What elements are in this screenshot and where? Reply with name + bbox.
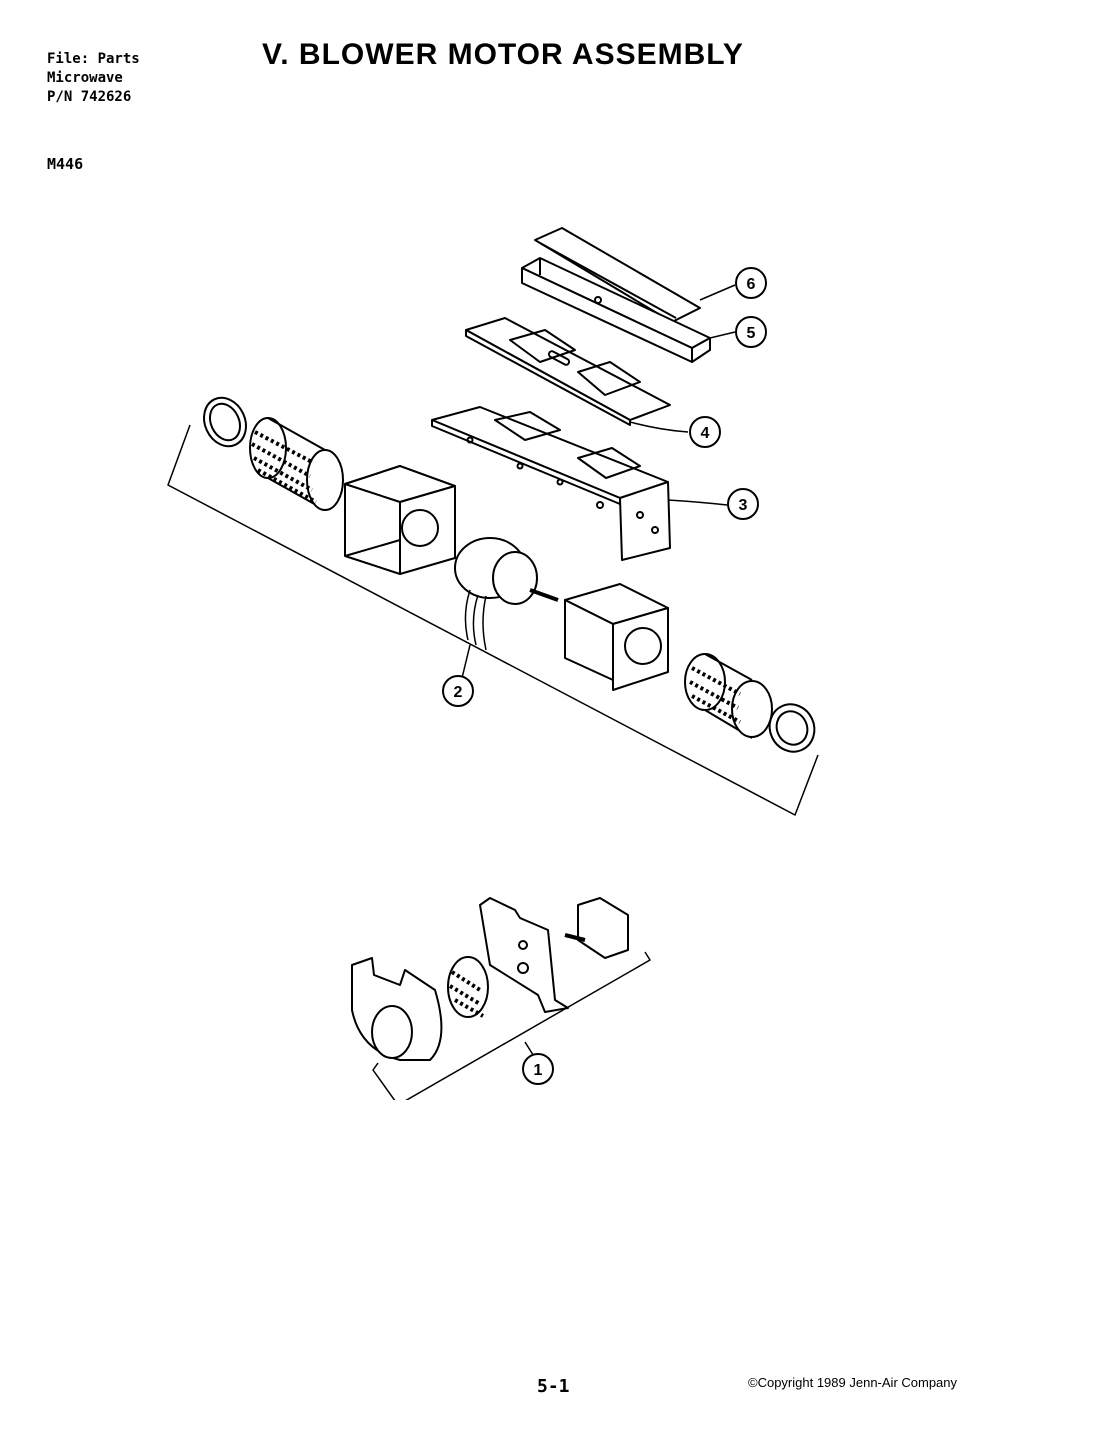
left-ring [203, 396, 247, 448]
upper-assembly-bracket [167, 424, 819, 816]
part-number-label: P/N 742626 [47, 89, 132, 105]
callout-5: 5 [735, 316, 767, 348]
callout-2-label: 2 [454, 684, 463, 701]
right-ring [768, 703, 816, 753]
document-meta: File: Parts Microwave P/N 742626 [47, 50, 140, 107]
motor-part-2 [454, 537, 559, 651]
exploded-parts-diagram: 6 5 4 3 2 1 [167, 227, 819, 1100]
mounting-plate-part-4 [465, 317, 671, 426]
file-label: File: Parts [47, 51, 140, 67]
right-motor-housing [564, 583, 669, 691]
cover-plate-part-6 [534, 227, 701, 323]
callout-4-label: 4 [701, 425, 710, 442]
blower-assembly-part-1 [351, 897, 629, 1061]
callout-3: 3 [727, 488, 759, 520]
callout-4: 4 [689, 416, 721, 448]
product-label: Microwave [47, 70, 123, 86]
left-motor-housing [344, 465, 456, 575]
callout-1: 1 [522, 1053, 554, 1085]
callout-6-label: 6 [747, 276, 756, 293]
page-number: 5-1 [537, 1376, 570, 1397]
copyright-notice: ©Copyright 1989 Jenn-Air Company [748, 1375, 958, 1390]
leader-lines [461, 284, 736, 1059]
callout-5-label: 5 [747, 325, 756, 342]
callout-1-label: 1 [534, 1062, 543, 1079]
bracket-plate-part-3 [431, 406, 671, 561]
callout-6: 6 [735, 267, 767, 299]
right-blower-wheel [684, 653, 773, 739]
callout-2: 2 [442, 675, 474, 707]
callout-3-label: 3 [739, 497, 748, 514]
page-title: V. BLOWER MOTOR ASSEMBLY [262, 38, 744, 71]
left-blower-wheel [249, 417, 344, 511]
model-number: M446 [47, 155, 84, 173]
lower-assembly-bracket [372, 951, 651, 1100]
